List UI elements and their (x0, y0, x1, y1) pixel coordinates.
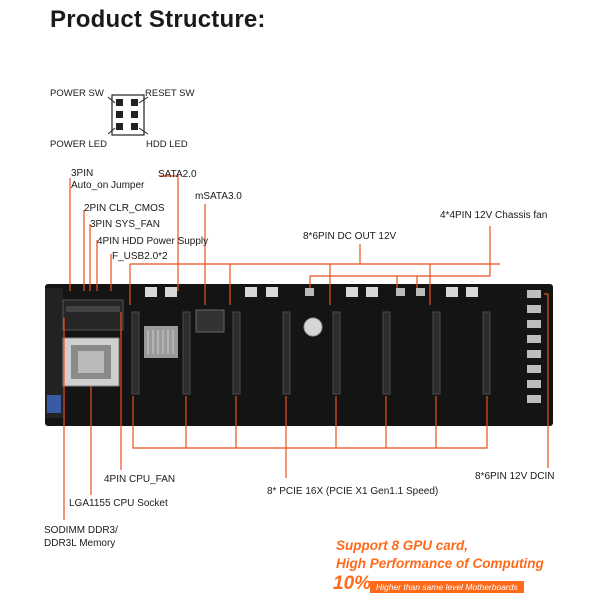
clr-cmos-label: 2PIN CLR_CMOS (84, 203, 165, 214)
promo-bar: Higher than same level Motherboards (370, 581, 524, 593)
hdd-led-label: HDD LED (146, 139, 188, 150)
cpu-socket (62, 337, 120, 387)
promo-line-1: Support 8 GPU card, (336, 538, 469, 553)
usb-label: F_USB2.0*2 (112, 251, 168, 262)
pcie-label: 8* PCIE 16X (PCIE X1 Gen1.1 Speed) (267, 486, 439, 497)
cpu-fan-label: 4PIN CPU_FAN (104, 474, 176, 485)
dc-out-connectors (145, 287, 478, 297)
power-sw-label: POWER SW (50, 88, 104, 99)
pcb-board (45, 284, 553, 426)
chassis-fan-label: 4*4PIN 12V Chassis fan (440, 210, 548, 221)
cmos-battery (303, 317, 323, 337)
front-panel-header (107, 94, 149, 136)
pcie-slots (131, 311, 491, 395)
heatsink (144, 326, 178, 358)
dcin-label: 8*6PIN 12V DCIN (475, 471, 555, 482)
sodimm-label-line2: DDR3L Memory (44, 538, 116, 549)
hdd-power-label: 4PIN HDD Power Supply (97, 236, 209, 247)
promo-percent: 10% (333, 573, 372, 594)
sodimm-label-line1: SODIMM DDR3/ (44, 525, 118, 536)
callout-lines (63, 175, 549, 520)
auto-on-jumper-label: Auto_on Jumper (71, 180, 145, 191)
power-led-label: POWER LED (50, 139, 108, 150)
dcin-connectors (527, 290, 541, 403)
reset-sw-label: RESET SW (145, 88, 195, 99)
page-title: Product Structure: (50, 6, 266, 33)
dc-out-label: 8*6PIN DC OUT 12V (303, 231, 397, 242)
promo-line-2: High Performance of Computing (336, 556, 544, 571)
cpu-socket-label: LGA1155 CPU Socket (69, 498, 168, 509)
pin3-label: 3PIN (71, 168, 94, 179)
sys-fan-label: 3PIN SYS_FAN (90, 219, 161, 230)
sata-label: SATA2.0 (158, 169, 197, 180)
msata-label: mSATA3.0 (195, 191, 242, 202)
sodimm-slot (62, 299, 124, 331)
